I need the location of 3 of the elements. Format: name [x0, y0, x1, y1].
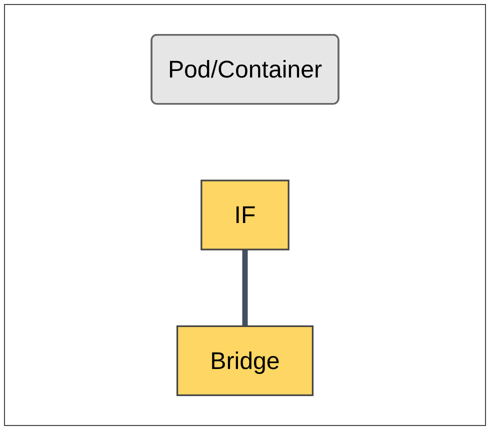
node-box: IF — [200, 180, 290, 250]
connector — [242, 250, 248, 326]
node-box: Bridge — [176, 325, 314, 396]
